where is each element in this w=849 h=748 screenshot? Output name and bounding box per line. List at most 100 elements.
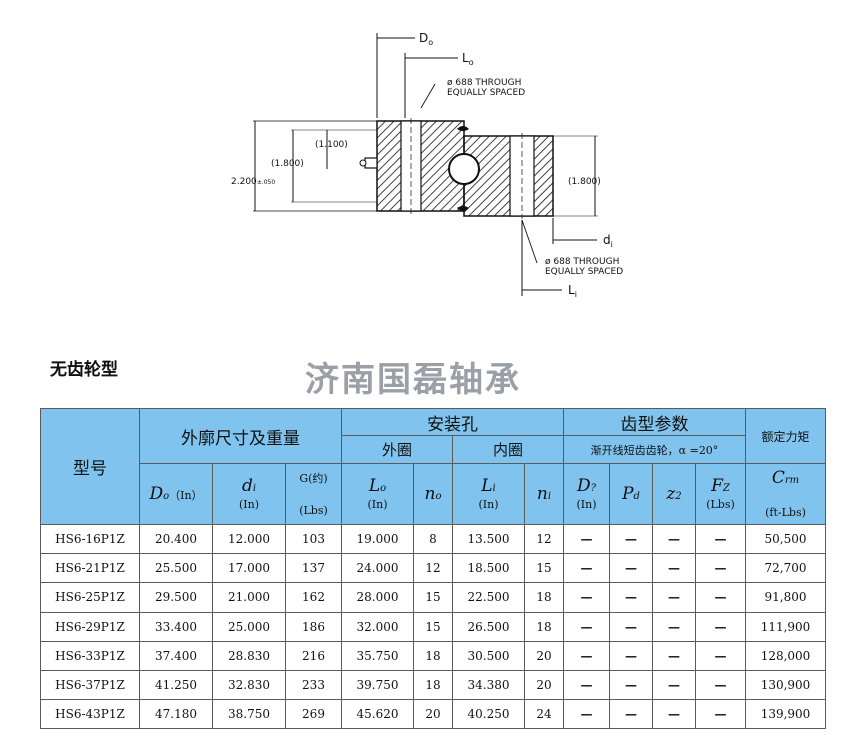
cell-Pd: — xyxy=(609,582,653,613)
cell-Do: 20.400 xyxy=(139,523,213,555)
header-di: di(In) xyxy=(212,463,286,525)
table-subtitle: 无齿轮型 xyxy=(50,360,118,380)
cell-Crm: 128,000 xyxy=(745,640,826,671)
cell-no: 15 xyxy=(413,611,453,642)
cell-di: 25.000 xyxy=(212,611,286,642)
cell-z2: — xyxy=(652,553,696,584)
cell-Pd: — xyxy=(609,699,653,730)
cell-D: — xyxy=(563,553,610,584)
cell-Fz: — xyxy=(695,523,746,555)
cell-Fz: — xyxy=(695,553,746,584)
seal-top xyxy=(457,126,469,131)
inner-ring-section xyxy=(463,135,554,217)
header-mounting: 安装孔 xyxy=(341,408,564,436)
cell-z2: — xyxy=(652,523,696,555)
cell-Crm: 130,900 xyxy=(745,669,826,701)
cell-Fz: — xyxy=(695,640,746,671)
cell-Crm: 50,500 xyxy=(745,523,826,555)
cell-no: 18 xyxy=(413,640,453,671)
watermark: 济南国磊轴承 xyxy=(305,360,521,400)
cell-Lo: 45.620 xyxy=(341,699,414,730)
header-Pd: Pd xyxy=(609,463,653,525)
Lo-label: Lo xyxy=(462,51,474,67)
cell-G: 137 xyxy=(285,553,342,584)
table-row: HS6-29P1Z 33.400 25.000 186 32.000 15 26… xyxy=(40,611,826,642)
cell-no: 15 xyxy=(413,582,453,613)
cell-Lo: 19.000 xyxy=(341,523,414,555)
cell-z2: — xyxy=(652,640,696,671)
cell-D: — xyxy=(563,640,610,671)
table-row: HS6-43P1Z 47.180 38.750 269 45.620 20 40… xyxy=(40,699,826,730)
cell-Lo: 35.750 xyxy=(341,640,414,671)
header-outer-ring: 外圈 xyxy=(341,435,453,464)
cell-Fz: — xyxy=(695,699,746,730)
cell-di: 12.000 xyxy=(212,523,286,555)
cell-G: 269 xyxy=(285,699,342,730)
cell-D: — xyxy=(563,699,610,730)
cell-Do: 25.500 xyxy=(139,553,213,584)
cell-Lo: 28.000 xyxy=(341,582,414,613)
cell-Li: 18.500 xyxy=(452,553,525,584)
cell-Pd: — xyxy=(609,640,653,671)
cell-di: 32.830 xyxy=(212,669,286,701)
cell-model: HS6-25P1Z xyxy=(40,582,140,613)
cell-Fz: — xyxy=(695,611,746,642)
cell-no: 12 xyxy=(413,553,453,584)
cell-Do: 33.400 xyxy=(139,611,213,642)
cell-D: — xyxy=(563,611,610,642)
cell-G: 162 xyxy=(285,582,342,613)
header-Li: Li(In) xyxy=(452,463,525,525)
cell-D: — xyxy=(563,669,610,701)
Do-label: Do xyxy=(419,31,433,47)
header-z2: z2 xyxy=(652,463,696,525)
header-D: D?(In) xyxy=(563,463,610,525)
header-rated-torque: 额定力矩 xyxy=(745,408,826,464)
dim-1800-right: (1.800) xyxy=(568,177,601,187)
cell-Lo: 24.000 xyxy=(341,553,414,584)
header-G: G(约)(Lbs) xyxy=(285,463,342,525)
cell-model: HS6-16P1Z xyxy=(40,523,140,555)
outer-hole-note-1: ø 688 THROUGH xyxy=(447,78,521,88)
cell-ni: 20 xyxy=(524,669,564,701)
header-Lo: Lo(In) xyxy=(341,463,414,525)
cell-z2: — xyxy=(652,669,696,701)
cell-ni: 20 xyxy=(524,640,564,671)
cell-model: HS6-33P1Z xyxy=(40,640,140,671)
cell-G: 233 xyxy=(285,669,342,701)
cell-Fz: — xyxy=(695,669,746,701)
cell-Do: 37.400 xyxy=(139,640,213,671)
cell-ni: 15 xyxy=(524,553,564,584)
cell-z2: — xyxy=(652,699,696,730)
table-row: HS6-33P1Z 37.400 28.830 216 35.750 18 30… xyxy=(40,640,826,671)
cell-model: HS6-37P1Z xyxy=(40,669,140,701)
header-model: 型号 xyxy=(40,408,140,525)
cell-di: 38.750 xyxy=(212,699,286,730)
table-row: HS6-16P1Z 20.400 12.000 103 19.000 8 13.… xyxy=(40,523,826,555)
cell-di: 21.000 xyxy=(212,582,286,613)
cell-Lo: 39.750 xyxy=(341,669,414,701)
dim-1100: (1.100) xyxy=(315,140,348,150)
seal-bottom xyxy=(457,206,469,211)
inner-hole-note-2: EQUALLY SPACED xyxy=(545,267,623,277)
cell-Fz: — xyxy=(695,582,746,613)
cell-model: HS6-21P1Z xyxy=(40,553,140,584)
cell-z2: — xyxy=(652,611,696,642)
cell-Li: 22.500 xyxy=(452,582,525,613)
cell-Crm: 91,800 xyxy=(745,582,826,613)
cell-model: HS6-43P1Z xyxy=(40,699,140,730)
cell-no: 8 xyxy=(413,523,453,555)
header-Crm: Crm(ft-Lbs) xyxy=(745,463,826,525)
header-Fz: FZ(Lbs) xyxy=(695,463,746,525)
cell-Lo: 32.000 xyxy=(341,611,414,642)
cell-G: 186 xyxy=(285,611,342,642)
cell-G: 103 xyxy=(285,523,342,555)
cell-di: 17.000 xyxy=(212,553,286,584)
ball xyxy=(448,153,480,185)
cell-Li: 30.500 xyxy=(452,640,525,671)
table-row: HS6-21P1Z 25.500 17.000 137 24.000 12 18… xyxy=(40,553,826,584)
inner-ring-bolt-hole xyxy=(509,135,535,217)
header-ni: ni xyxy=(524,463,564,525)
header-Do: Do（In） xyxy=(139,463,213,525)
header-dims-weight: 外廓尺寸及重量 xyxy=(139,408,342,464)
header-no: no xyxy=(413,463,453,525)
